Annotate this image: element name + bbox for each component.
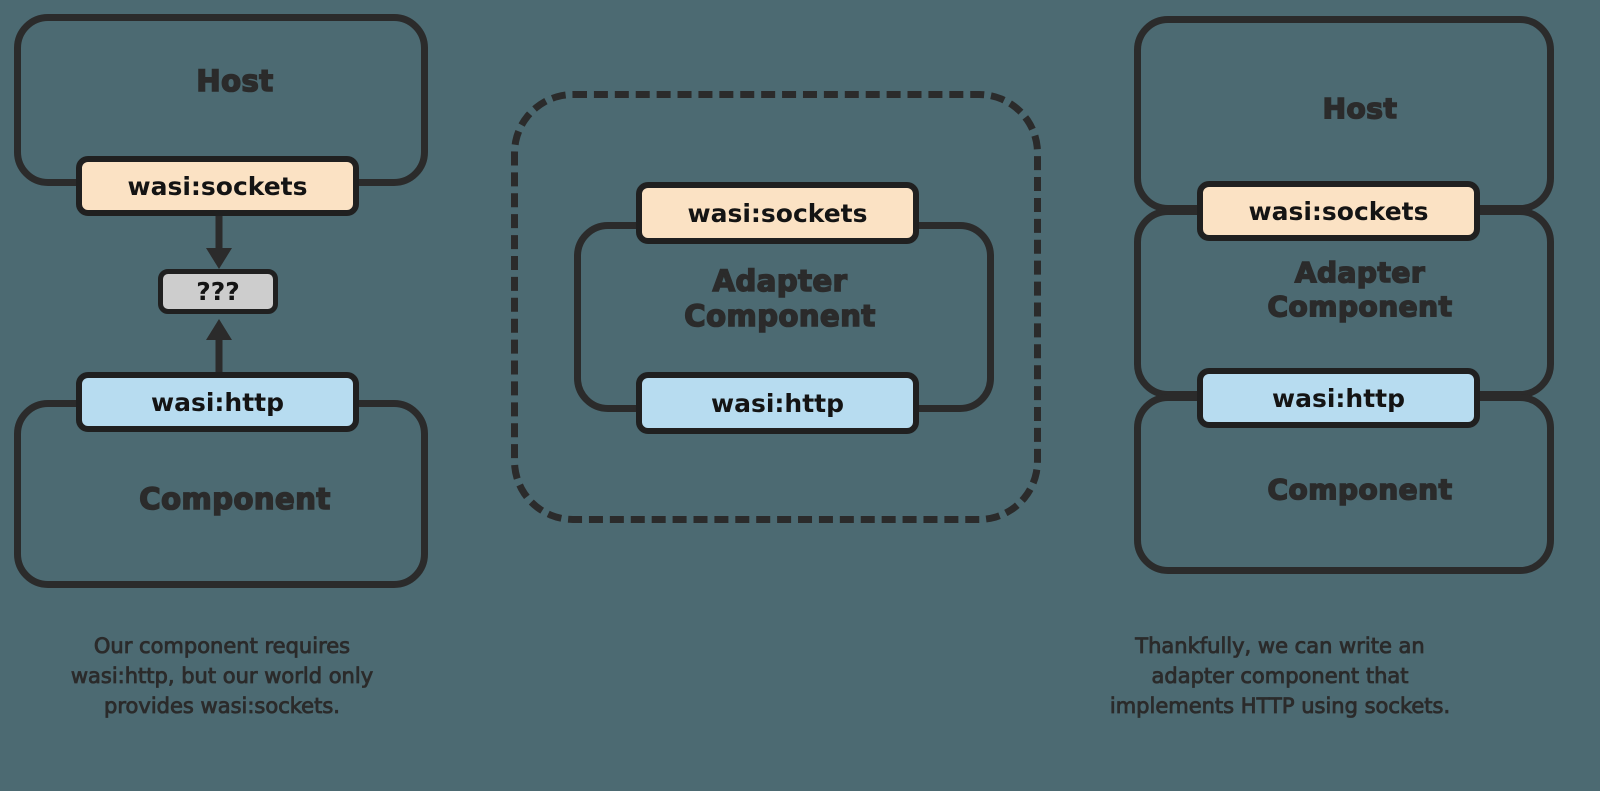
wasi-sockets-pill: wasi:sockets — [76, 156, 359, 216]
panel-adapter: Adapter Component wasi:sockets wasi:http… — [500, 0, 1451, 791]
unknown-pill: ??? — [158, 269, 278, 314]
arrow-up-icon — [206, 319, 232, 372]
arrow-down-icon — [206, 216, 232, 269]
panel-problem: Host Component wasi:sockets wasi:http ??… — [0, 0, 470, 791]
panel-caption: Thankfully, we can write an adapter comp… — [1109, 634, 1451, 718]
wasi-http-pill: wasi:http — [76, 372, 359, 432]
wasi-sockets-pill: wasi:sockets — [636, 182, 919, 244]
wasi-http-pill: wasi:http — [636, 372, 919, 434]
adapter-outline-box — [511, 91, 1041, 523]
panel-caption: Our component requires wasi:http, but ou… — [70, 634, 374, 718]
wasi-http-pill: wasi:http — [1197, 368, 1480, 428]
wasi-sockets-pill: wasi:sockets — [1197, 181, 1480, 241]
panel-solution: Host Adapter Component Component wasi:so… — [1120, 0, 1600, 791]
